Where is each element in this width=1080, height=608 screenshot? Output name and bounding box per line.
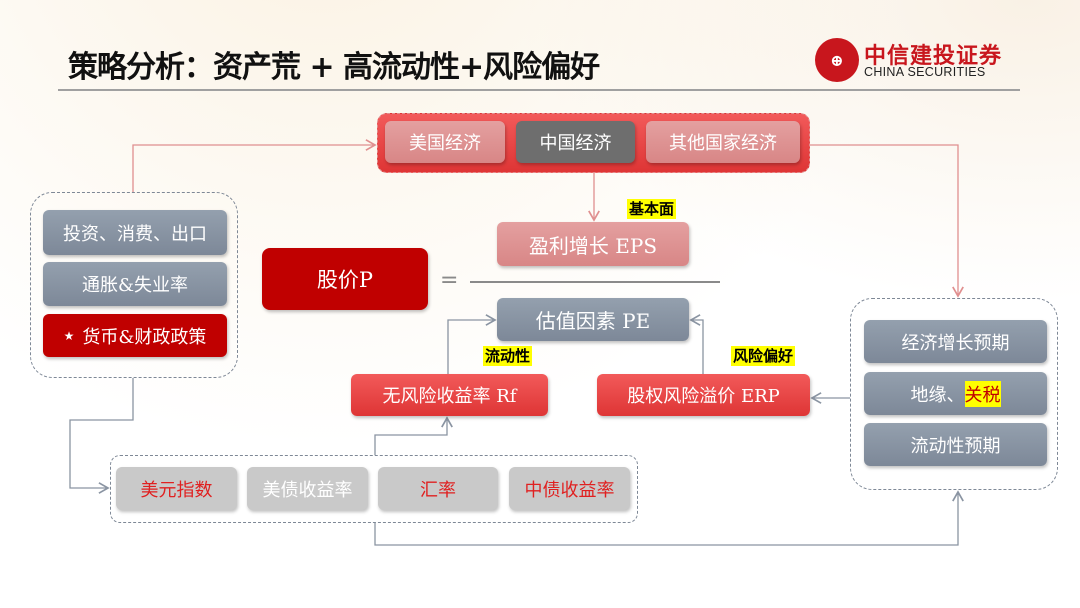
growth-expectation-box: 经济增长预期	[864, 320, 1047, 363]
monetary-fiscal-policy-box: ★ 货币&财政政策	[43, 314, 227, 357]
star-icon: ★	[63, 328, 75, 343]
logo-cn: 中信建投证券	[864, 44, 1003, 69]
investment-consumption-export-box: 投资、消费、出口	[43, 210, 227, 255]
geopolitics-tariff-box: 地缘、关税	[864, 372, 1047, 415]
fundamental-tag: 基本面	[627, 199, 677, 219]
stock-price-box: 股价P	[262, 248, 428, 310]
risk-free-rate-box: 无风险收益率 Rf	[351, 374, 548, 416]
logo-icon: ⊕	[815, 38, 859, 82]
liquidity-tag: 流动性	[483, 346, 533, 366]
exchange-rate-box: 汇率	[378, 467, 498, 510]
macro-factors-group	[30, 192, 238, 378]
policy-label: 货币&财政政策	[82, 326, 207, 348]
china-bond-yield-box: 中债收益率	[509, 467, 630, 510]
page-title: 策略分析：资产荒 + 高流动性+风险偏好	[68, 50, 600, 85]
eps-box: 盈利增长 EPS	[497, 222, 689, 266]
title-divider	[58, 89, 1020, 91]
china-economy-box: 中国经济	[516, 121, 635, 163]
equity-risk-premium-box: 股权风险溢价 ERP	[597, 374, 810, 416]
liquidity-expectation-box: 流动性预期	[864, 423, 1047, 466]
geopolitics-label: 地缘、	[910, 384, 965, 406]
tariff-label: 关税	[964, 380, 1001, 407]
inflation-unemployment-box: 通胀&失业率	[43, 262, 227, 306]
other-economies-box: 其他国家经济	[646, 121, 800, 163]
logo-en: CHINA SECURITIES	[864, 65, 986, 79]
equals-sign: =	[440, 268, 459, 293]
expectations-group	[850, 298, 1058, 490]
risk-appetite-tag: 风险偏好	[731, 346, 796, 366]
dollar-index-box: 美元指数	[116, 467, 237, 510]
pe-box: 估值因素 PE	[497, 298, 689, 341]
us-economy-box: 美国经济	[385, 121, 505, 163]
market-indicators-group	[110, 455, 638, 523]
us-treasury-yield-box: 美债收益率	[247, 467, 368, 510]
